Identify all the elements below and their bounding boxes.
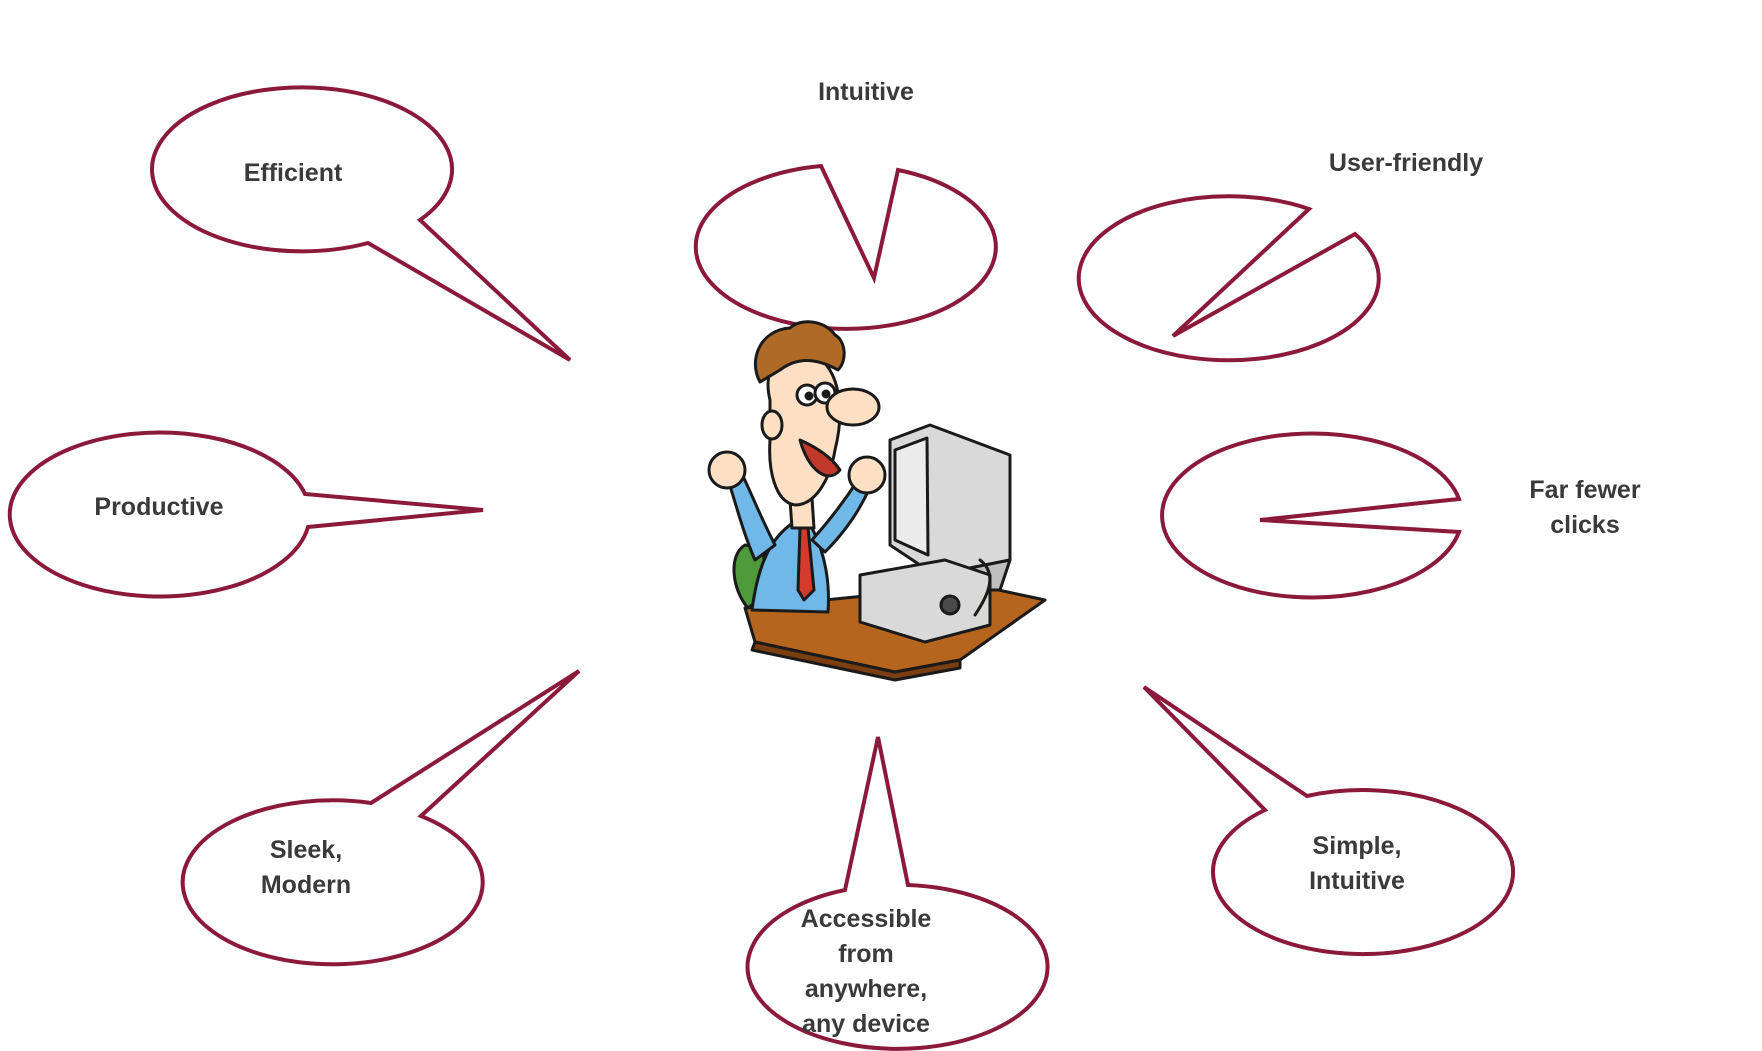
bubble-efficient-shape [150,85,572,362]
bubble-accessible-shape [745,736,1050,1051]
bubble-far-fewer-clicks-shape [1160,431,1462,600]
bubble-far-fewer-clicks-label: Far fewer clicks [1435,473,1735,543]
bubble-user-friendly-line: User-friendly [1328,148,1484,177]
bubble-user-friendly-label: User-friendly [1256,146,1556,181]
bubble-sleek-modern-shape [180,669,581,967]
bubble-accessible-line: Accessible [800,905,932,933]
bubble-sleek-modern-line: Modern [260,871,352,899]
left-fist [707,450,747,490]
bubble-far-fewer-clicks-line: Far fewer [1529,476,1641,504]
bubble-simple-intuitive-line: Simple, [1312,832,1402,860]
bubble-sleek-modern-line: Sleek, [269,836,343,864]
bubble-productive-shape [7,430,484,599]
right-fist [847,455,887,495]
bubble-simple-intuitive-label: Simple, Intuitive [1207,829,1507,899]
bubble-efficient-label: Efficient [143,156,443,191]
computer-case [858,558,992,644]
bubble-intuitive-shape [693,163,998,331]
bubble-productive-label: Productive [9,490,309,525]
bubble-user-friendly-shape [1076,194,1381,363]
bubble-accessible-line: any device [802,1010,930,1038]
bubble-accessible-line: anywhere, [804,975,928,1003]
bubble-intuitive-label: Intuitive [716,75,1016,110]
bubble-simple-intuitive-shape [1142,685,1516,957]
bubble-simple-intuitive-line: Intuitive [1309,867,1405,895]
bubble-sleek-modern-label: Sleek, Modern [156,833,456,903]
bubble-accessible-label: Accessible from anywhere, any device [716,902,1016,1042]
bubble-efficient-line: Efficient [243,158,343,187]
mouth [798,438,842,478]
nose [825,387,881,427]
bubble-productive-line: Productive [94,492,224,521]
bubble-intuitive-line: Intuitive [818,77,914,106]
bubble-far-fewer-clicks-line: clicks [1550,511,1620,539]
bubble-accessible-line: from [838,940,894,968]
hair [754,320,846,384]
